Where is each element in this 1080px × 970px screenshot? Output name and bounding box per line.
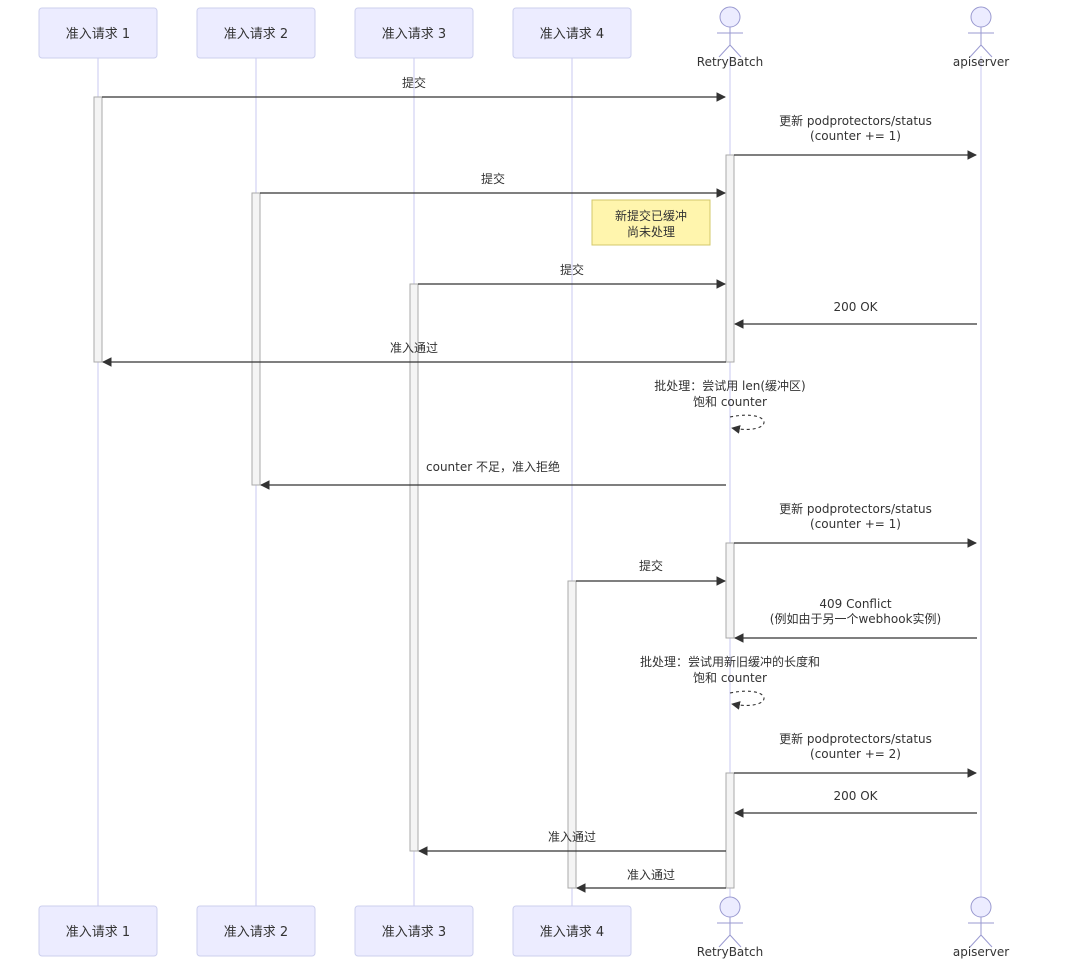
actor-figure-api-top (968, 6, 994, 58)
message-label: 批处理：尝试用新旧缓冲的长度和 (640, 654, 820, 669)
message-label: 批处理：尝试用 len(缓冲区) (654, 378, 806, 393)
actor-head (719, 896, 741, 918)
activation-bar (409, 283, 419, 852)
note-text: 新提交已缓冲 (615, 208, 687, 223)
participant-label-r3-bottom: 准入请求 3 (382, 925, 446, 940)
message-label: 准入通过 (390, 341, 438, 355)
participant-box-r3-bottom (354, 905, 474, 957)
activation-bar (725, 154, 735, 363)
message-label: counter 不足，准入拒绝 (426, 459, 560, 474)
participant-label-api-bottom: apiserver (953, 945, 1009, 959)
participant-label-r4-top: 准入请求 4 (540, 27, 604, 42)
message-label: 准入通过 (627, 868, 675, 882)
message-label: 提交 (402, 75, 426, 90)
actor-leg-left (718, 44, 731, 58)
actor-head (970, 896, 992, 918)
participant-box-r3-top (354, 7, 474, 59)
actor-leg-left (969, 44, 982, 58)
message-label: 409 Conflict (819, 597, 892, 611)
actor-leg-left (718, 934, 731, 948)
message-label: 更新 podprotectors/status (779, 501, 932, 516)
self-loop-arrow (729, 414, 765, 434)
message-label: 提交 (481, 171, 505, 186)
message-label: (counter += 1) (810, 517, 901, 531)
message-label: 饱和 counter (693, 670, 767, 685)
note-box (591, 199, 711, 246)
self-loop-arrow (729, 690, 765, 710)
message-label: (counter += 2) (810, 747, 901, 761)
message-label: (counter += 1) (810, 129, 901, 143)
message-label: 饱和 counter (693, 394, 767, 409)
participant-box-r1-bottom (38, 905, 158, 957)
participant-box-r4-top (512, 7, 632, 59)
actor-figure-retry-bottom (717, 896, 743, 948)
participant-box-r2-bottom (196, 905, 316, 957)
activation-bar (725, 772, 735, 889)
note-text: 尚未处理 (627, 225, 675, 239)
message-label: 更新 podprotectors/status (779, 113, 932, 128)
actor-leg-right (729, 44, 742, 58)
participant-label-r1-top: 准入请求 1 (66, 27, 130, 42)
participant-label-r3-top: 准入请求 3 (382, 27, 446, 42)
actor-head (719, 6, 741, 28)
message-label: 提交 (639, 558, 663, 573)
participant-label-r1-bottom: 准入请求 1 (66, 925, 130, 940)
participant-box-r4-bottom (512, 905, 632, 957)
participant-label-r2-bottom: 准入请求 2 (224, 925, 288, 940)
participant-label-retry-bottom: RetryBatch (697, 945, 763, 959)
message-label: 更新 podprotectors/status (779, 731, 932, 746)
actor-leg-left (969, 934, 982, 948)
activation-bar (725, 542, 735, 639)
actor-leg-right (980, 44, 993, 58)
activation-bar (93, 96, 103, 363)
message-label: 200 OK (833, 300, 878, 314)
participant-box-r2-top (196, 7, 316, 59)
actor-figure-api-bottom (968, 896, 994, 948)
actor-leg-right (729, 934, 742, 948)
participant-label-r2-top: 准入请求 2 (224, 27, 288, 42)
participant-label-retry-top: RetryBatch (697, 55, 763, 69)
participant-box-r1-top (38, 7, 158, 59)
message-label: (例如由于另一个webhook实例) (770, 611, 941, 626)
actor-leg-right (980, 934, 993, 948)
message-label: 准入通过 (548, 830, 596, 844)
actor-head (970, 6, 992, 28)
participant-label-api-top: apiserver (953, 55, 1009, 69)
message-label: 200 OK (833, 789, 878, 803)
message-label: 提交 (560, 262, 584, 277)
actor-figure-retry-top (717, 6, 743, 58)
activation-bar (567, 580, 577, 889)
activation-bar (251, 192, 261, 486)
participant-label-r4-bottom: 准入请求 4 (540, 925, 604, 940)
